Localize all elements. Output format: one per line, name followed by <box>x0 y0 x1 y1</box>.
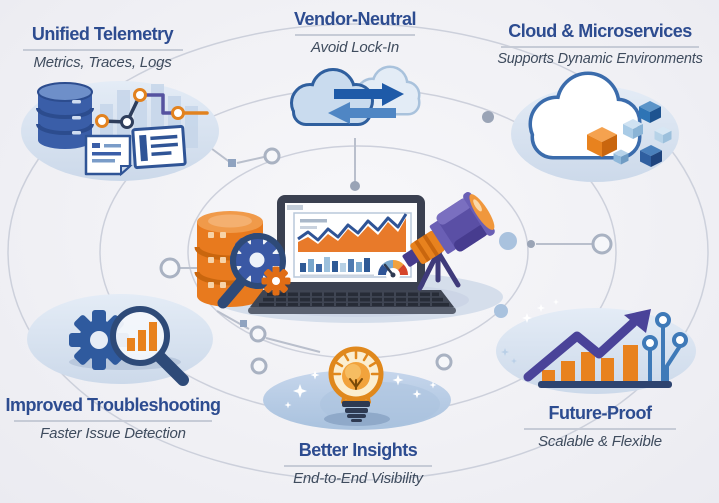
documents-icon <box>84 124 187 177</box>
orange-gear-icon <box>261 266 291 296</box>
cube-pale-blue <box>654 126 672 144</box>
bulb-base <box>342 401 370 422</box>
circuit-traces-icon <box>642 312 688 381</box>
divider <box>295 34 415 36</box>
vendor-neutral-icon <box>293 68 418 124</box>
gauge-icon <box>378 260 408 282</box>
magnifier-gears-icon <box>217 233 291 309</box>
trace-line-chart-icon <box>95 88 209 129</box>
area-line-chart <box>297 213 408 252</box>
section-vendor-neutral: Vendor-Neutral Avoid Lock-In <box>262 9 448 56</box>
laptop-dashboard-icon <box>248 195 456 314</box>
exchange-arrows-icon <box>328 83 404 124</box>
section-better-insights: Better Insights End-to-End Visibility <box>266 440 450 487</box>
mini-bar-chart <box>300 257 374 276</box>
divider <box>22 49 183 51</box>
unified-telemetry-icon <box>21 81 219 181</box>
divider <box>524 428 676 430</box>
section-subtitle: Avoid Lock-In <box>310 38 399 56</box>
section-title: Better Insights <box>298 440 418 460</box>
database-icon <box>36 82 94 149</box>
section-subtitle: Supports Dynamic Environments <box>497 50 703 67</box>
section-title: Vendor-Neutral <box>293 9 417 29</box>
magnifier-barchart-icon <box>110 306 189 386</box>
section-title: Unified Telemetry <box>31 24 174 44</box>
bulb-rays <box>332 350 380 376</box>
section-subtitle: Scalable & Flexible <box>538 432 662 450</box>
section-subtitle: Faster Issue Detection <box>40 424 186 442</box>
cube-navy <box>640 145 662 167</box>
growth-bars <box>542 345 638 381</box>
section-improved-troubleshooting: Improved Troubleshooting Faster Issue De… <box>2 395 224 442</box>
section-title: Improved Troubleshooting <box>5 395 221 415</box>
section-future-proof: Future-Proof Scalable & Flexible <box>505 403 695 450</box>
laptop-keyboard <box>248 290 456 314</box>
divider <box>284 465 432 467</box>
tripod <box>417 249 461 291</box>
chart-baseline <box>538 381 672 388</box>
center-illustration <box>194 192 503 323</box>
improved-troubleshooting-icon <box>27 294 213 386</box>
better-insights-icon <box>263 346 451 430</box>
telescope-icon <box>402 192 495 291</box>
section-subtitle: Metrics, Traces, Logs <box>33 53 172 71</box>
section-title: Cloud & Microservices <box>508 21 692 41</box>
blue-gear-icon <box>230 233 284 287</box>
divider <box>501 46 699 48</box>
big-cloud <box>532 75 638 156</box>
microservice-cubes-icon <box>587 101 672 167</box>
section-title: Future-Proof <box>548 403 652 423</box>
section-unified-telemetry: Unified Telemetry Metrics, Traces, Logs <box>10 24 195 71</box>
section-subtitle: End-to-End Visibility <box>293 469 423 487</box>
cube-small-blue <box>613 149 629 165</box>
section-cloud-microservices: Cloud & Microservices Supports Dynamic E… <box>492 21 708 67</box>
future-proof-icon <box>496 299 696 394</box>
growth-arrow-icon <box>523 309 651 382</box>
cube-light-blue <box>623 119 643 139</box>
divider <box>14 420 212 422</box>
telescope-tube <box>402 192 495 267</box>
cube-dark-blue <box>639 101 661 123</box>
lightbulb-icon <box>328 346 384 422</box>
cube-orange <box>587 127 617 157</box>
cloud-microservices-icon <box>511 75 679 182</box>
